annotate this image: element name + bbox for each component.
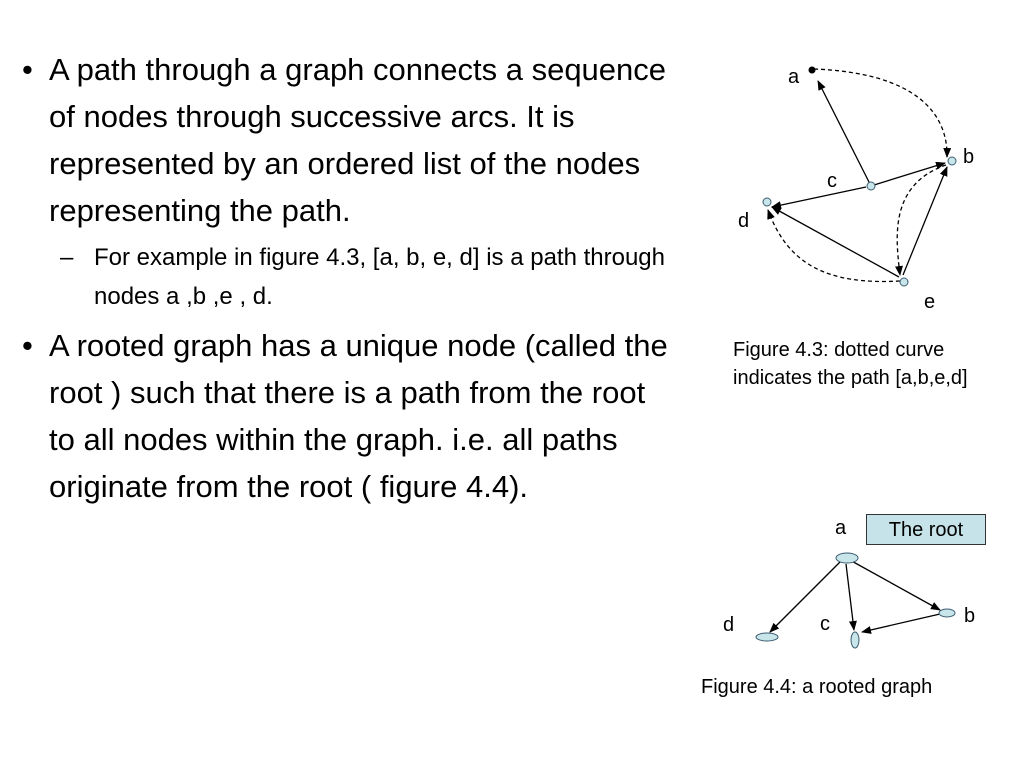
- edge-c-a: [817, 80, 871, 185]
- node-d: [755, 632, 779, 642]
- label-c: c: [827, 170, 837, 192]
- label-b: b: [964, 605, 975, 627]
- label-a: a: [788, 66, 800, 88]
- label-d: d: [723, 614, 734, 636]
- edge-a-b: [847, 558, 941, 611]
- path-e-d: [767, 209, 901, 283]
- path-a-b: [813, 68, 952, 158]
- slide-text: • A path through a graph connects a sequ…: [22, 46, 672, 510]
- edge-c-d: [771, 186, 867, 210]
- figure-4-4-diagram: a b c d: [723, 517, 975, 649]
- label-d: d: [738, 210, 749, 232]
- label-a: a: [835, 517, 847, 539]
- edge-a-c: [845, 563, 857, 631]
- node-a: [835, 552, 859, 564]
- node-a: [808, 66, 816, 74]
- bullet-marker: •: [22, 52, 33, 87]
- sub-bullet-example: – For example in figure 4.3, [a, b, e, d…: [22, 238, 672, 316]
- edge-a-d: [769, 561, 841, 633]
- edge-e-d: [771, 206, 900, 278]
- node-b: [947, 156, 957, 166]
- node-c: [866, 181, 876, 191]
- edge-e-b: [902, 166, 948, 276]
- bullet-marker: •: [22, 328, 33, 363]
- bullet-text: A path through a graph connects a sequen…: [49, 52, 667, 228]
- sub-bullet-text: For example in figure 4.3, [a, b, e, d] …: [94, 244, 665, 310]
- label-b: b: [963, 146, 974, 168]
- edge-c-b: [873, 161, 946, 186]
- figure-4-3-diagram: a b c d e: [738, 66, 974, 313]
- node-d: [762, 197, 772, 207]
- path-b-e: [895, 164, 947, 276]
- label-e: e: [924, 291, 935, 313]
- edge-b-c: [861, 613, 941, 634]
- figure-4-3-caption: Figure 4.3: dotted curve indicates the p…: [733, 339, 968, 389]
- node-b: [938, 608, 956, 618]
- label-c: c: [820, 613, 830, 635]
- root-callout: The root: [866, 514, 986, 545]
- node-e: [899, 277, 909, 287]
- sub-bullet-marker: –: [60, 244, 74, 271]
- figure-4-4-caption: Figure 4.4: a rooted graph: [701, 676, 933, 698]
- bullet-text: A rooted graph has a unique node (called…: [49, 328, 668, 504]
- bullet-path-definition: • A path through a graph connects a sequ…: [22, 46, 672, 234]
- bullet-rooted-graph: • A rooted graph has a unique node (call…: [22, 322, 672, 510]
- node-c: [850, 631, 860, 649]
